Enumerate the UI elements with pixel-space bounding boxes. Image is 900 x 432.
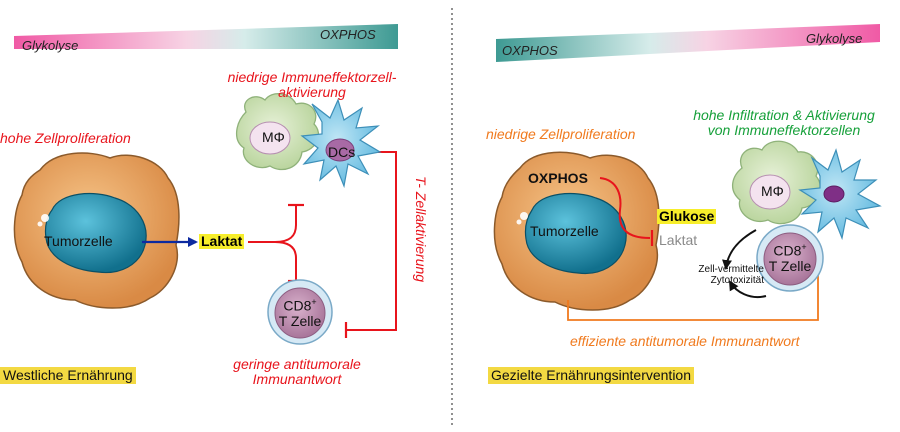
macrophage-label-left: MΦ: [262, 129, 285, 145]
low-immune-response-label: geringe antitumorale Immunantwort: [233, 356, 361, 388]
oxphos-glycolysis-gradient-right: [496, 24, 880, 62]
targeted-nutrition-label: Gezielte Ernährungsintervention: [488, 367, 695, 385]
t-cell-activation-label: T- Zellaktivierung: [413, 176, 429, 283]
macrophage-label-right: MΦ: [761, 183, 784, 199]
infiltration-label: hohe Infiltration & Aktivierung von Immu…: [693, 107, 875, 139]
oxphos-label-right: OXPHOS: [528, 170, 588, 186]
cytotox-arrow-top: [722, 229, 757, 270]
western-diet-label: Westliche Ernährung: [0, 367, 136, 385]
gradient-label-glycolysis-left: Glykolyse: [22, 38, 79, 53]
cytotoxicity-label: Zell-vermittelte Zytotoxizität: [698, 264, 764, 286]
gradient-label-glycolysis-right: Glykolyse: [806, 31, 863, 46]
t-cell-label-left: CD8+ T Zelle: [278, 297, 322, 330]
lactate-label-left: Laktat: [199, 233, 245, 250]
t-cell-activation-bracket: [346, 151, 397, 331]
gradient-label-oxphos-right: OXPHOS: [502, 43, 558, 58]
immune-activation-label: niedrige Immuneffektorzell- aktivierung: [227, 69, 397, 101]
tumor-nucleus-left: [44, 192, 147, 274]
lactate-inhibit-dc-line: [248, 206, 297, 243]
tumor-cell-label-left: Tumorzelle: [44, 233, 113, 249]
high-proliferation-label: hohe Zellproliferation: [0, 130, 131, 146]
dendritic-label-left: DCs: [328, 144, 356, 160]
tumor-nucleus-right: [524, 192, 627, 275]
lactate-label-right: Laktat: [659, 232, 698, 248]
cytotox-arrow-bottom: [728, 280, 767, 298]
t-cell-label-right: CD8+ T Zelle: [768, 242, 812, 275]
glucose-label: Glukose: [657, 208, 717, 225]
tumor-cell-label-right: Tumorzelle: [530, 223, 599, 239]
oxphos-inhibit-lactate-line: [599, 177, 651, 239]
immune-response-bracket: [567, 268, 819, 321]
glycolysis-oxphos-gradient-left: [14, 24, 398, 49]
lactate-inhibit-tcell-line: [274, 241, 297, 280]
efficient-immune-response-label: effiziente antitumorale Immunantwort: [570, 333, 800, 349]
low-proliferation-label: niedrige Zellproliferation: [486, 126, 636, 142]
gradient-label-oxphos-left: OXPHOS: [320, 27, 376, 42]
